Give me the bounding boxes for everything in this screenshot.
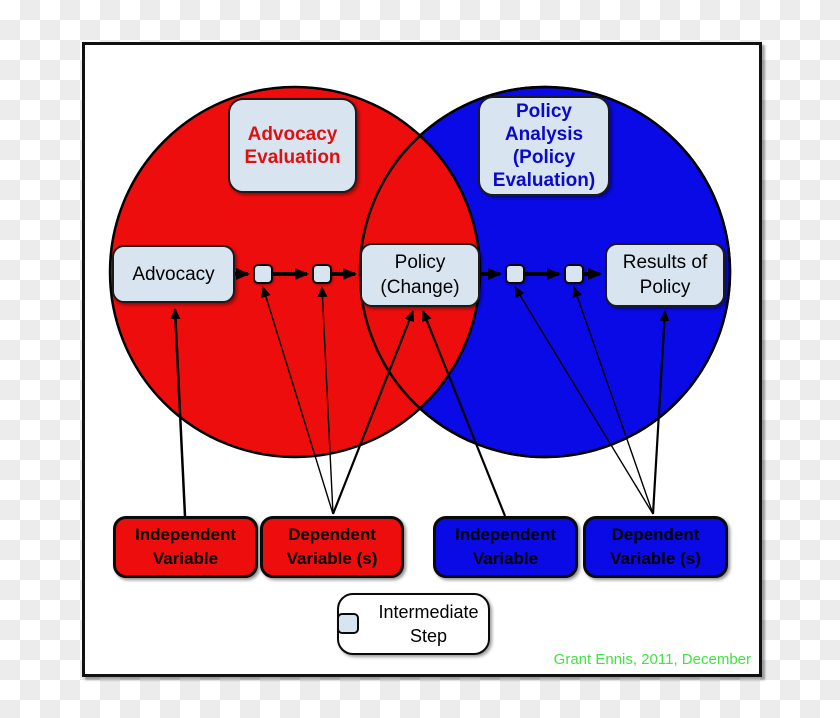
advocacy-evaluation-label: Advocacy Evaluation — [228, 98, 357, 193]
advocacy-node: Advocacy — [112, 245, 235, 303]
intermediate-step-node-1 — [253, 264, 273, 284]
arrow-blue-dependent-to-step4 — [572, 286, 654, 515]
arrow-red-dependent-to-step1 — [261, 286, 334, 515]
red-independent-variable-box: Independent Variable — [113, 516, 258, 578]
policy-change-node: Policy (Change) — [360, 243, 480, 307]
venn-flow-drawing — [108, 85, 732, 517]
credit-text: Grant Ennis, 2011, December — [553, 651, 751, 668]
diagram-canvas: Advocacy Evaluation Policy Analysis (Pol… — [82, 42, 762, 677]
intermediate-step-node-3 — [505, 264, 525, 284]
red-dependent-variable-box: Dependent Variable (s) — [260, 516, 404, 578]
arrow-blue-independent-to-policy — [421, 310, 507, 517]
policy-analysis-label: Policy Analysis (Policy Evaluation) — [478, 96, 610, 196]
arrow-blue-dependent-to-step3 — [514, 286, 654, 515]
arrow-independent-to-advocacy — [170, 308, 187, 517]
intermediate-step-icon — [337, 613, 359, 634]
arrow-red-dependent-to-step2 — [317, 286, 334, 515]
intermediate-step-node-4 — [564, 264, 584, 284]
blue-independent-variable-box: Independent Variable — [433, 516, 578, 578]
arrow-red-dependent-to-policy — [331, 310, 415, 515]
results-of-policy-node: Results of Policy — [605, 243, 725, 307]
intermediate-step-node-2 — [312, 264, 332, 284]
blue-dependent-variable-box: Dependent Variable (s) — [583, 516, 728, 578]
arrow-blue-dependent-to-results — [651, 310, 670, 515]
legend-box: Intermediate Step — [337, 593, 490, 655]
